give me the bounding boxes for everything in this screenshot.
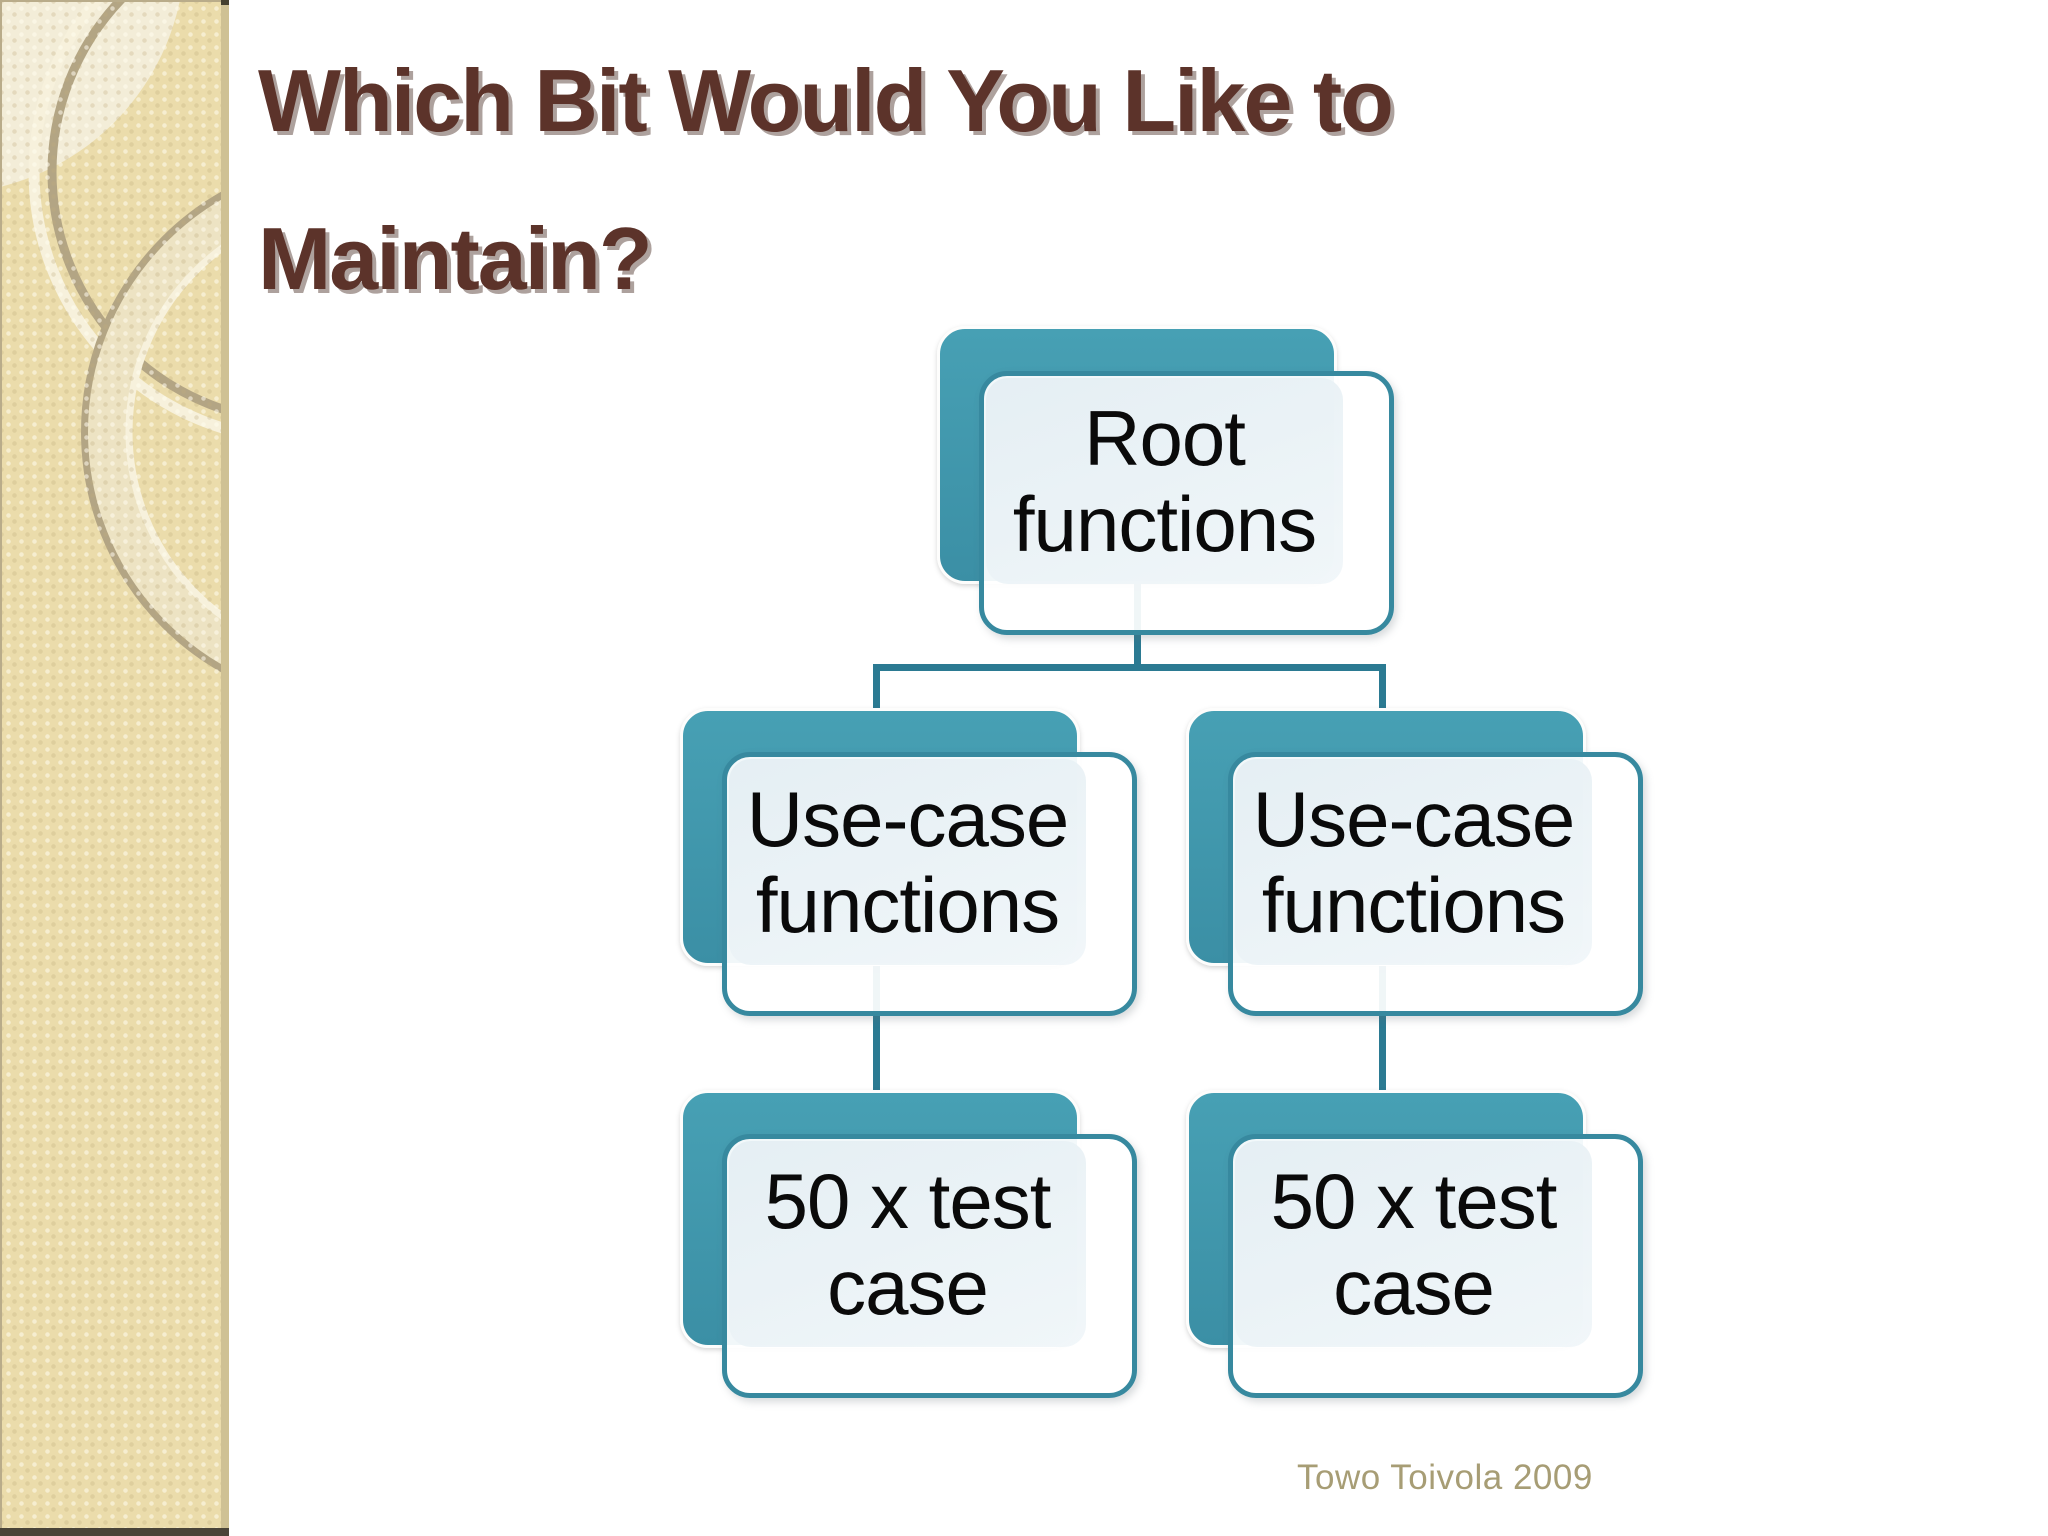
sidebar-bottom-strip xyxy=(0,1528,229,1536)
node-use-case-right: Use-case functions xyxy=(1186,708,1643,1016)
node-use-case-left-label: Use-case functions xyxy=(746,775,1069,949)
slide-title: Which Bit Would You Like to Maintain? xyxy=(258,51,1394,308)
node-root-label: Root functions xyxy=(1012,394,1317,568)
sidebar-circles-art xyxy=(2,2,221,673)
sidebar-edge-strip xyxy=(221,0,229,1536)
sidebar-decoration xyxy=(0,0,221,1536)
node-test-case-right-box: 50 x test case xyxy=(1228,1134,1643,1398)
node-use-case-right-fill: Use-case functions xyxy=(1235,759,1592,965)
footer-credit: Towo Toivola 2009 xyxy=(1297,1458,1593,1497)
node-test-case-left-box: 50 x test case xyxy=(722,1134,1137,1398)
node-use-case-right-box: Use-case functions xyxy=(1228,752,1643,1016)
node-test-case-right: 50 x test case xyxy=(1186,1090,1643,1398)
node-use-case-right-label: Use-case functions xyxy=(1252,775,1575,949)
node-root: Root functions xyxy=(937,326,1394,635)
node-test-case-right-label: 50 x test case xyxy=(1270,1157,1558,1331)
node-use-case-left-fill: Use-case functions xyxy=(729,759,1086,965)
node-test-case-right-fill: 50 x test case xyxy=(1235,1141,1592,1347)
node-use-case-left: Use-case functions xyxy=(680,708,1137,1016)
node-test-case-left-label: 50 x test case xyxy=(764,1157,1052,1331)
connector-horizontal-bar xyxy=(873,664,1386,671)
node-test-case-left: 50 x test case xyxy=(680,1090,1137,1398)
node-use-case-left-box: Use-case functions xyxy=(722,752,1137,1016)
node-test-case-left-fill: 50 x test case xyxy=(729,1141,1086,1347)
node-root-box: Root functions xyxy=(979,371,1394,635)
node-root-fill: Root functions xyxy=(986,378,1343,584)
